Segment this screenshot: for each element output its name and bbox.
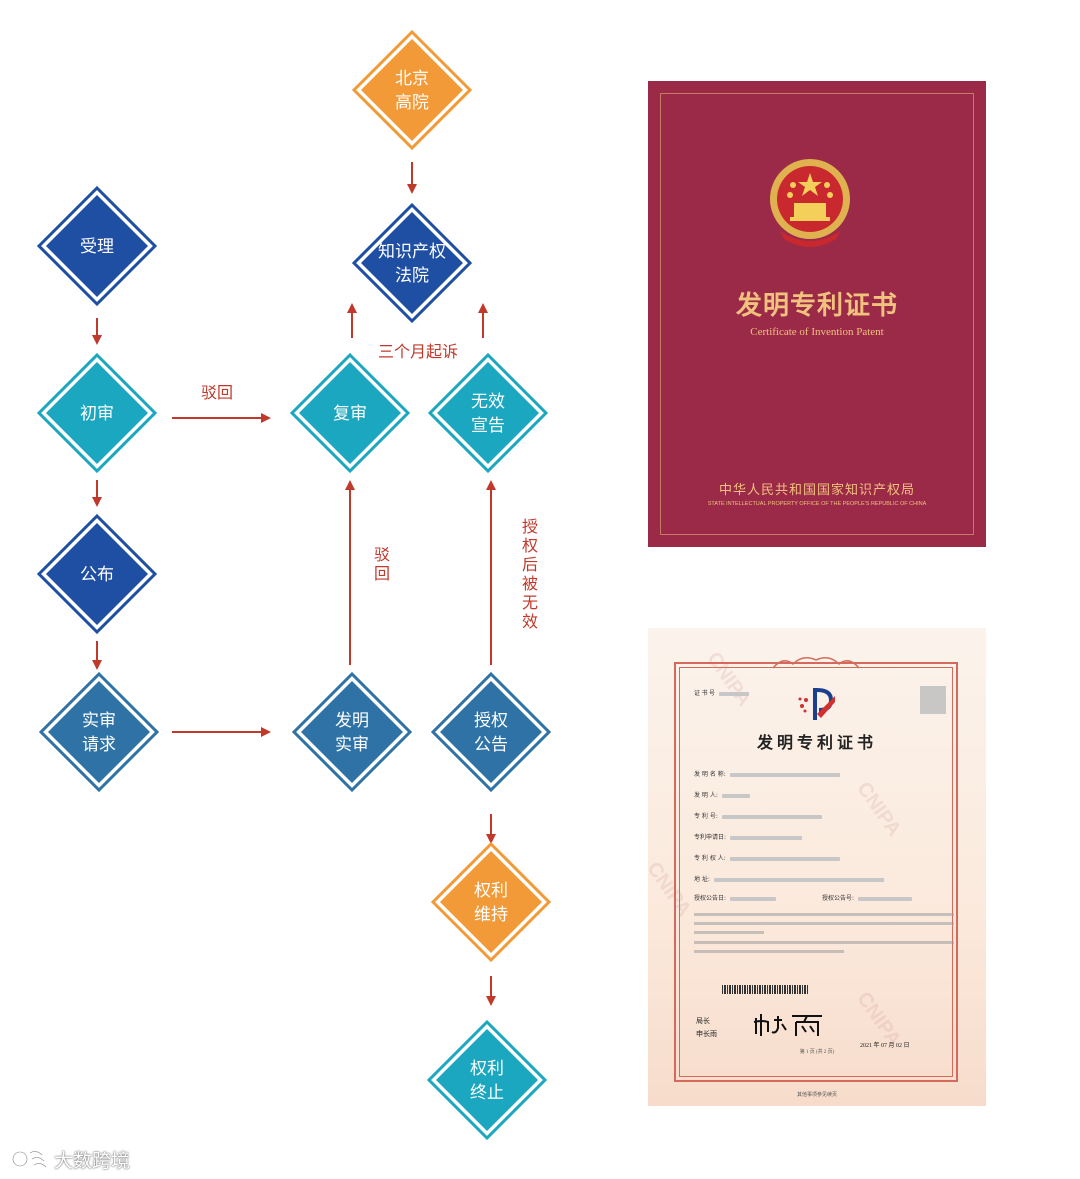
handwritten-signature xyxy=(753,1014,822,1036)
node-fill xyxy=(437,362,539,464)
lawsuit-label: 三个月起诉 xyxy=(378,342,458,361)
node-fill xyxy=(440,681,542,783)
certificate-date: 2021 年 07 月 02 日 xyxy=(860,1043,910,1049)
field-grant-number: 授权公告号: xyxy=(822,893,913,902)
cover-subtitle: Certificate of Invention Patent xyxy=(750,326,884,338)
node-label: 无效 xyxy=(471,392,505,412)
national-emblem-icon xyxy=(770,159,850,247)
certificate-inner-border xyxy=(679,667,953,1077)
node-fill xyxy=(361,212,463,314)
node-label: 受理 xyxy=(80,237,114,257)
node-label: 发明 xyxy=(335,711,369,731)
cover-title: 发明专利证书 xyxy=(735,291,898,321)
ornament-crest-icon xyxy=(773,657,859,669)
body-text-line xyxy=(694,922,954,925)
node-label: 权利 xyxy=(470,1059,504,1079)
node-fill xyxy=(46,362,148,464)
node-label: 公布 xyxy=(80,565,114,585)
brand-watermark: 大数跨境 xyxy=(10,1146,130,1172)
flow-node-accept: 受理 xyxy=(36,185,158,307)
field-filing-date: 专利申请日: xyxy=(694,832,803,841)
node-label: 法院 xyxy=(395,266,429,286)
node-label: 公告 xyxy=(474,735,508,755)
field-grant-date: 授权公告日: xyxy=(694,893,777,902)
certificate-page: CNIPA CNIPA CNIPA CNIPA 证 书 号 发明专利证书 发 明… xyxy=(648,628,986,1106)
node-label: 高院 xyxy=(395,93,429,113)
reject-label-vertical: 驳回 xyxy=(374,545,390,583)
node-label: 宣告 xyxy=(471,416,505,436)
node-label: 实审 xyxy=(335,735,369,755)
node-fill xyxy=(436,1029,538,1131)
qr-code xyxy=(920,686,946,714)
brand-logo-icon xyxy=(11,1150,47,1168)
certificate-title: 发明专利证书 xyxy=(756,733,877,752)
cnipa-logo-icon xyxy=(798,688,835,720)
cover-issuer: 中华人民共和国国家知识产权局 xyxy=(718,483,915,498)
field-patent-holder: 专 利 权 人: xyxy=(694,853,840,862)
certificate-footer: 其他事项参见续页 xyxy=(796,1092,837,1098)
body-text-line xyxy=(694,941,954,944)
node-label: 北京 xyxy=(395,69,429,89)
reject-label-horizontal: 驳回 xyxy=(201,383,233,402)
node-label: 知识产权 xyxy=(378,242,446,262)
node-label: 终止 xyxy=(470,1083,504,1103)
node-label: 授权 xyxy=(474,711,508,731)
page-number: 第 1 页 (共 2 页) xyxy=(799,1050,835,1055)
brand-name: 大数跨境 xyxy=(54,1149,131,1172)
cover-frame xyxy=(660,93,974,535)
field-address: 地 址: xyxy=(694,874,884,883)
body-text-line xyxy=(694,913,954,916)
flow-node-grant: 授权公告 xyxy=(430,671,552,793)
node-label: 请求 xyxy=(82,735,116,755)
certificate-cover: 发明专利证书 Certificate of Invention Patent 中… xyxy=(648,81,986,547)
body-text-line xyxy=(694,931,764,934)
node-fill xyxy=(46,523,148,625)
node-label: 复审 xyxy=(333,404,367,424)
field-invention-name: 发 明 名 称: xyxy=(694,769,840,778)
node-label: 权利 xyxy=(474,881,508,901)
signature-role: 局长 xyxy=(696,1017,710,1025)
barcode xyxy=(722,985,808,994)
node-fill xyxy=(46,195,148,297)
node-fill xyxy=(48,681,150,783)
node-fill xyxy=(301,681,403,783)
node-fill xyxy=(361,39,463,141)
flow-node-publish: 公布 xyxy=(36,513,158,635)
flow-node-prelim: 初审 xyxy=(36,352,158,474)
patent-process-flowchart: 受理初审公布实审请求复审发明实审北京高院知识产权法院无效宣告授权公告权利维持权利… xyxy=(36,29,552,1141)
node-fill xyxy=(440,851,542,953)
certificate-border xyxy=(674,662,958,1082)
node-label: 初审 xyxy=(80,404,114,424)
field-inventor: 发 明 人: xyxy=(694,790,750,799)
signature-printed-name: 申长雨 xyxy=(696,1030,717,1038)
invalidated-label: 授权后被无效 xyxy=(522,517,538,631)
node-fill xyxy=(299,362,401,464)
node-label: 实审 xyxy=(82,711,116,731)
field-patent-number: 专 利 号: xyxy=(694,811,822,820)
node-label: 维持 xyxy=(474,905,508,925)
certificate-number: 证 书 号 xyxy=(694,688,750,697)
cover-issuer-english: STATE INTELLECTUAL PROPERTY OFFICE OF TH… xyxy=(707,501,927,507)
body-text-line xyxy=(694,950,844,953)
flow-node-reexam: 复审 xyxy=(289,352,411,474)
